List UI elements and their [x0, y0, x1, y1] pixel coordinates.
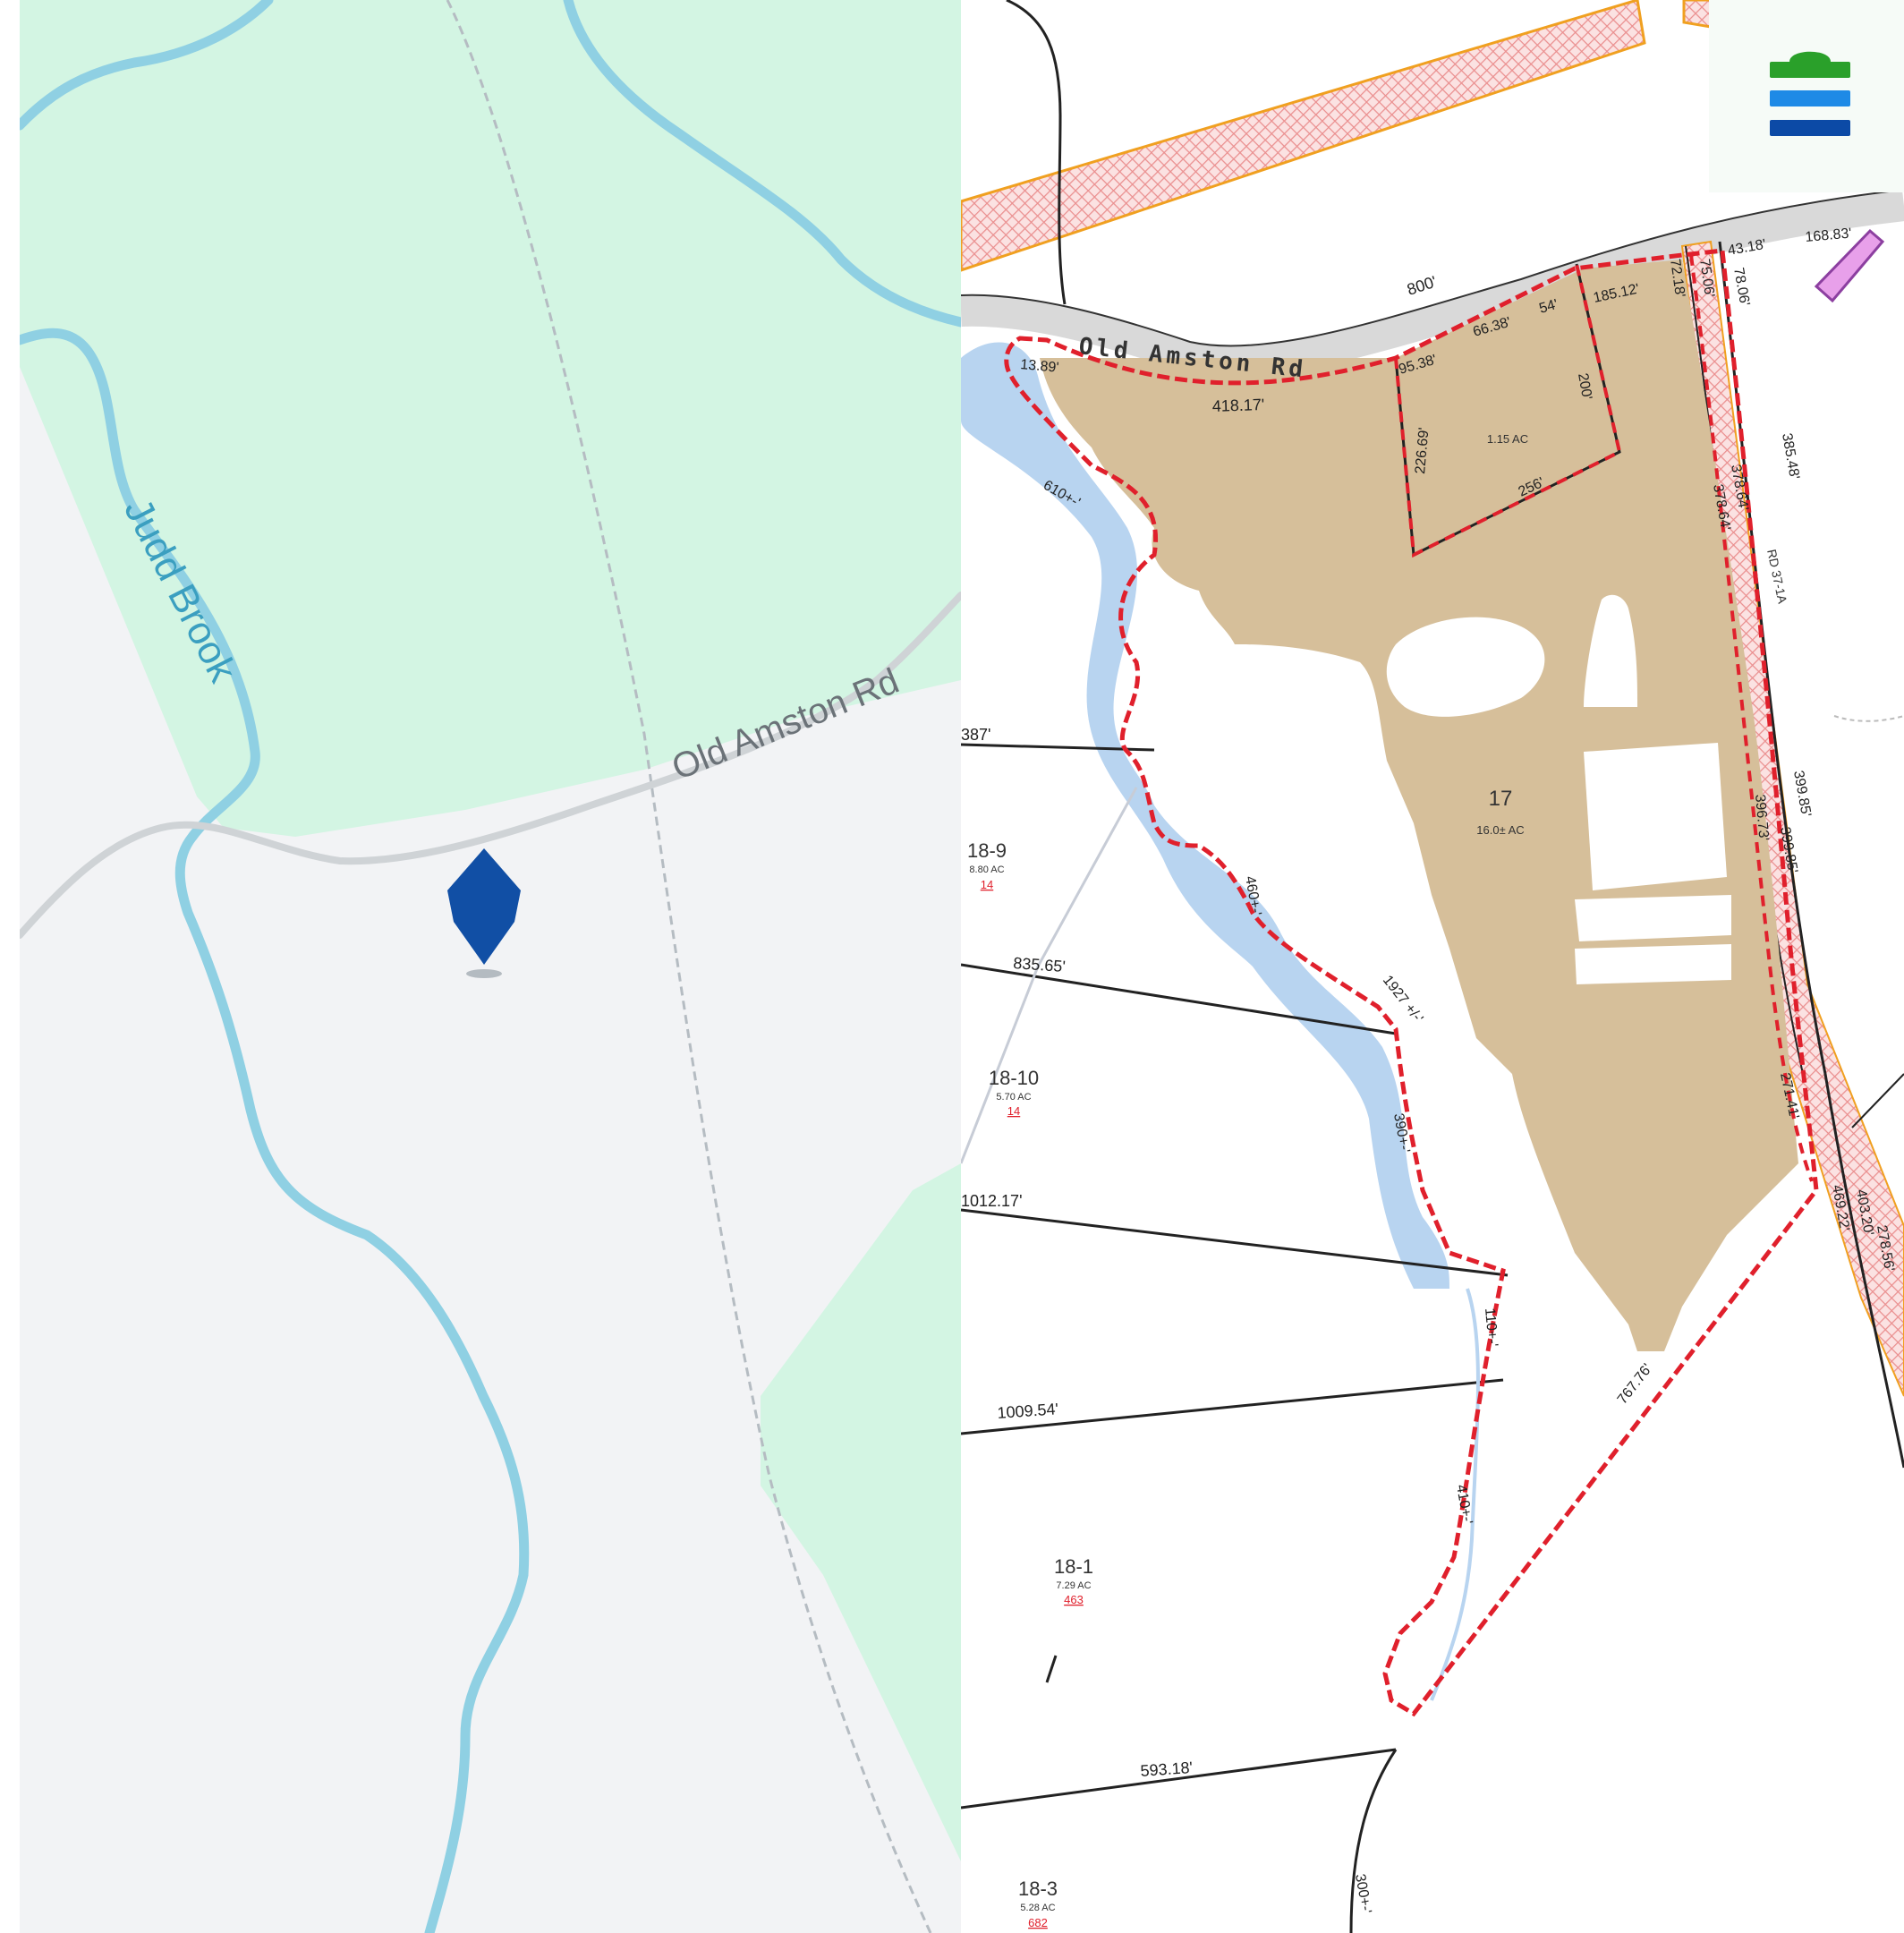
- parcel-18-10-ref: 14: [1007, 1104, 1020, 1118]
- gray-line-right-2: [1851, 1073, 1904, 1128]
- parcel-hole-1: [1386, 617, 1545, 717]
- old-amston-road: [20, 592, 961, 939]
- dim-label: 835.65': [1013, 954, 1067, 975]
- dim-label: 1012.17': [961, 1192, 1023, 1210]
- dim-label: 200': [1575, 372, 1594, 401]
- dim-label: 1009.54': [997, 1400, 1059, 1422]
- stream-northeast: [563, 0, 961, 328]
- layers-button[interactable]: [1709, 0, 1904, 192]
- parcel-17-area[interactable]: [1040, 260, 1798, 1351]
- dim-label: 168.83': [1805, 226, 1852, 245]
- parcel-17-id: 17: [1489, 787, 1513, 811]
- parcel-18-3-id: 18-3: [1018, 1878, 1058, 1900]
- parcel-18-9-id: 18-9: [967, 839, 1007, 862]
- parcel-18-10-area: 5.70 AC: [996, 1092, 1031, 1103]
- location-pin-icon[interactable]: [447, 848, 521, 978]
- dim-label: 226.69': [1413, 427, 1432, 474]
- stream-northwest: [20, 0, 274, 131]
- right-boundary-red: [1689, 254, 1814, 1182]
- easement-strip-top: [961, 0, 1646, 272]
- small-lot-boundary-red: [1394, 263, 1622, 558]
- parcel-18-1-ref: 463: [1064, 1593, 1084, 1606]
- plat-water-body: [961, 342, 1449, 1290]
- dim-label: 13.89': [1020, 357, 1059, 376]
- parcel-hole-4: [1575, 895, 1731, 941]
- plat-road-edge: [961, 189, 1904, 347]
- dim-label: 396.73': [1752, 794, 1771, 841]
- subject-property-boundary: [1004, 248, 1819, 1717]
- parcel-18-9-ref: 14: [981, 878, 993, 891]
- easement-strip-right: [1680, 240, 1904, 1397]
- plat-road: [961, 191, 1904, 378]
- parcel-17-area-label: 16.0± AC: [1476, 823, 1524, 837]
- layers-icon: [1770, 51, 1850, 136]
- judd-brook-stream: [20, 328, 530, 1933]
- trail-line: [446, 0, 932, 1933]
- parcel-18-3-ref: 682: [1028, 1916, 1048, 1929]
- parcel-18-10-id: 18-10: [989, 1067, 1039, 1089]
- dim-label: 387': [961, 726, 990, 744]
- dim-label: 72.18': [1667, 258, 1687, 298]
- parcel-hole-3: [1584, 743, 1727, 890]
- forest-area-north: [20, 0, 961, 837]
- gray-line-right: [1833, 715, 1904, 722]
- small-lot-area: 1.15 AC: [1487, 432, 1528, 446]
- parcel-hole-2: [1584, 594, 1637, 707]
- dim-label: 418.17': [1211, 396, 1264, 415]
- small-parcel-marker: [1814, 228, 1885, 303]
- forest-area-southeast: [761, 1163, 961, 1861]
- stream-lower: [1430, 1288, 1480, 1701]
- dim-label: 593.18': [1140, 1758, 1194, 1780]
- dim-label: 75.06': [1696, 258, 1717, 298]
- dim-label: 110+-': [1482, 1307, 1500, 1348]
- gray-line-diagonal: [961, 787, 1138, 1164]
- parcel-hole-5: [1575, 944, 1731, 984]
- right-parcel-plat[interactable]: Old Amston Rd 17 16.0± AC 18-9 8.80 AC 1…: [961, 0, 1904, 1933]
- parcel-18-1-id: 18-1: [1054, 1555, 1093, 1578]
- dim-label: 54': [1537, 297, 1560, 317]
- easement-strip-top-right: [1682, 0, 1713, 29]
- left-street-map[interactable]: Judd Brook Old Amston Rd: [20, 0, 961, 1933]
- parcel-18-9-area: 8.80 AC: [969, 864, 1004, 875]
- parcel-18-1-area: 7.29 AC: [1056, 1580, 1091, 1591]
- plat-stream-top: [1006, 0, 1067, 305]
- parcel-18-3-area: 5.28 AC: [1020, 1903, 1055, 1913]
